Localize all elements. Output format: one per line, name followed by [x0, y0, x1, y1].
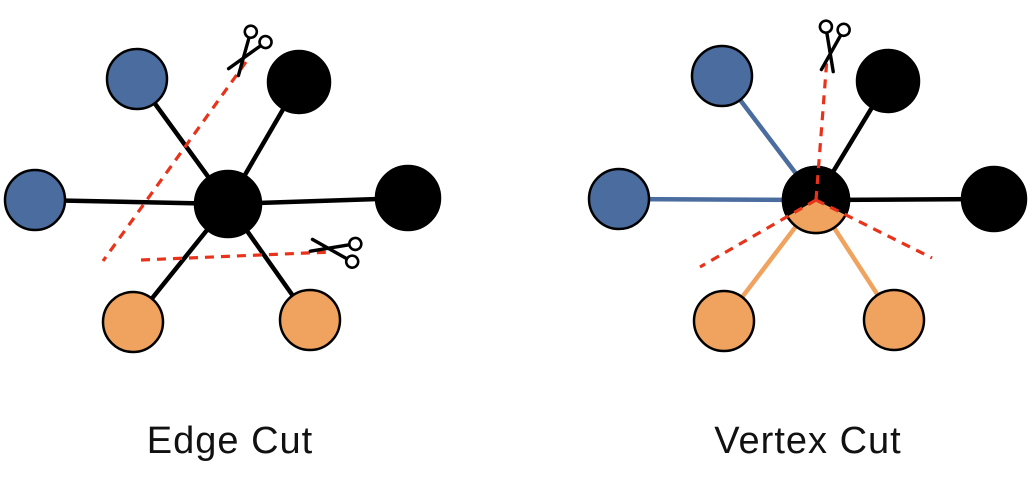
node-bottom-right [278, 288, 342, 352]
center-node-outline [781, 165, 851, 235]
cut-line-1 [814, 57, 829, 201]
node-right [374, 164, 442, 232]
node-top-right [266, 49, 332, 115]
node-left [3, 168, 67, 232]
scissors-blade [308, 243, 351, 253]
cut-line-1 [101, 61, 248, 262]
node-left [587, 167, 651, 231]
scissors-handle [836, 22, 851, 38]
scissors-handle [344, 254, 360, 269]
node-bottom-left [692, 289, 756, 353]
node-bottom-left [101, 290, 165, 354]
node-top-right [855, 48, 921, 114]
edge-cut-label: Edge Cut [146, 420, 314, 462]
vertex-cut-diagram [587, 19, 1028, 353]
node-top-left [690, 44, 754, 108]
cut-line-2 [699, 198, 817, 269]
scissors-icon [818, 19, 851, 74]
cut-line-2 [140, 250, 332, 262]
center-node [193, 169, 263, 239]
scissors-handle [818, 19, 834, 34]
node-right [960, 165, 1028, 233]
node-top-left [105, 47, 169, 111]
scissors-blade [825, 31, 835, 74]
edge-cut-diagram [3, 24, 442, 354]
scissors-blade [236, 36, 251, 78]
cut-line-3 [815, 198, 933, 260]
scissors-handle [348, 236, 363, 252]
scissors-handle [243, 24, 259, 40]
scissors-icon [226, 24, 273, 78]
node-bottom-right [862, 288, 926, 352]
scissors-handle [258, 34, 273, 50]
vertex-cut-label: Vertex Cut [714, 420, 902, 462]
scissors-icon [308, 236, 363, 269]
